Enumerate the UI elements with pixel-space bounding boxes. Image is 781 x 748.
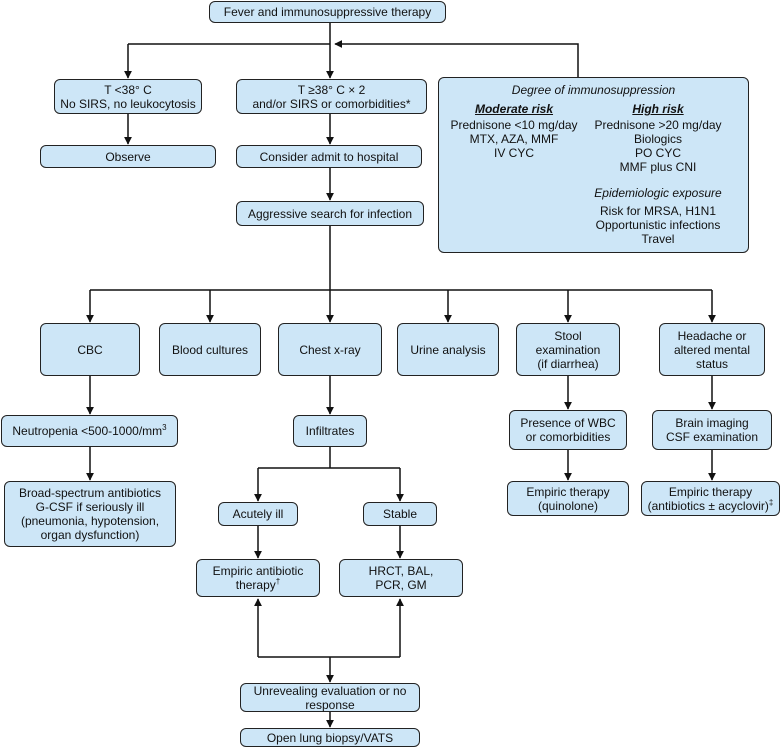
high-risk-item: MMF plus CNI	[619, 160, 697, 174]
hrct-node: HRCT, BAL,PCR, GM	[339, 559, 463, 597]
moderate-risk-item: Prednisone <10 mg/day	[450, 118, 578, 132]
node-line: Unrevealing evaluation or no	[253, 683, 407, 698]
node-line: status	[695, 356, 728, 371]
epidemiologic-exposure-item: Travel	[641, 232, 675, 246]
node-line: No SIRS, no leukocytosis	[60, 96, 196, 111]
epidemiologic-exposure-item: Risk for MRSA, H1N1	[599, 204, 717, 218]
node-line: Neutropenia <500-1000/mm3	[12, 423, 167, 439]
node-line: (pneumonia, hypotension,	[20, 514, 160, 528]
acyclovir-node: Empiric therapy(antibiotics ± acyclovir)…	[641, 481, 780, 516]
node-line: T <38° C	[104, 82, 152, 97]
immunosuppression-title: Degree of immunosuppression	[511, 83, 676, 97]
infiltrates-node: Infiltrates	[293, 415, 367, 447]
stable-node: Stable	[363, 502, 437, 526]
biopsy-node: Open lung biopsy/VATS	[240, 728, 420, 747]
node-line: Infiltrates	[305, 424, 355, 438]
node-line: and/or SIRS or comorbidities*	[252, 96, 411, 111]
node-line: Blood cultures	[171, 342, 249, 357]
moderate-risk-item: IV CYC	[493, 146, 534, 160]
epidemiologic-exposure-section: Epidemiologic exposure Risk for MRSA, H1…	[568, 186, 748, 246]
node-line: Stable	[382, 507, 418, 521]
connector-immunosuppression	[334, 40, 579, 77]
node-line: therapy†	[235, 577, 281, 593]
node-line: Empiric antibiotic	[212, 564, 304, 578]
node-line: (antibiotics ± acyclovir)‡	[647, 497, 774, 513]
node-line: G-CSF if seriously ill	[35, 500, 145, 514]
moderate-risk-item: MTX, AZA, MMF	[469, 132, 559, 146]
node-line: Chest x-ray	[299, 342, 361, 357]
epidemiologic-exposure-item: Opportunistic infections	[595, 218, 721, 232]
footnote-marker: 3	[162, 423, 167, 432]
high-risk-item: Biologics	[633, 132, 683, 146]
node-line: Empiric therapy	[668, 484, 753, 499]
node-line: Fever and immunosuppressive therapy	[223, 5, 432, 19]
node-line: Acutely ill	[232, 507, 284, 521]
node-line: Broad-spectrum antibiotics	[18, 486, 162, 500]
footnote-marker: ‡	[768, 497, 774, 507]
cbc-node: CBC	[40, 323, 140, 376]
acutely-ill-node: Acutely ill	[218, 502, 298, 526]
node-line: response	[305, 697, 355, 712]
node-line: CBC	[77, 342, 103, 357]
node-line: Aggressive search for infection	[247, 206, 413, 221]
observe-node: Observe	[40, 145, 216, 168]
neutropenia-node: Neutropenia <500-1000/mm3	[1, 415, 178, 447]
epidemiologic-exposure-title: Epidemiologic exposure	[594, 186, 722, 200]
quinolone-node: Empiric therapy(quinolone)	[507, 481, 629, 516]
node-line: Stool	[554, 328, 582, 343]
node-line: examination	[535, 342, 601, 357]
high-risk-column: High risk Prednisone >20 mg/day Biologic…	[568, 102, 748, 174]
footnote-marker: †	[275, 577, 281, 586]
node-line: Empiric therapy	[526, 484, 610, 499]
node-line: PCR, GM	[375, 578, 427, 592]
urine-analysis-node: Urine analysis	[397, 323, 499, 376]
search-node: Aggressive search for infection	[236, 201, 424, 226]
node-line: altered mental	[673, 342, 751, 357]
start-node: Fever and immunosuppressive therapy	[209, 1, 446, 23]
moderate-risk-column: Moderate risk Prednisone <10 mg/day MTX,…	[439, 102, 589, 160]
node-line: (if diarrhea)	[537, 356, 599, 371]
node-line: Brain imaging	[675, 416, 749, 430]
node-line: Urine analysis	[410, 342, 486, 357]
high-risk-item: PO CYC	[634, 146, 681, 160]
node-line: Headache or	[677, 328, 747, 343]
node-line: HRCT, BAL,	[368, 564, 434, 578]
high-risk-title: High risk	[632, 102, 684, 116]
node-line: (quinolone)	[537, 498, 599, 513]
node-line: Presence of WBC	[520, 416, 616, 430]
node-line: Consider admit to hospital	[259, 149, 399, 164]
node-line: Open lung biopsy/VATS	[266, 730, 394, 745]
chest-xray-node: Chest x-ray	[278, 323, 382, 376]
node-line: or comorbidities	[525, 430, 611, 444]
node-line: Observe	[105, 149, 151, 164]
blood-cultures-node: Blood cultures	[159, 323, 261, 376]
moderate-risk-title: Moderate risk	[474, 102, 554, 116]
immunosuppression-panel: Degree of immunosuppression Moderate ris…	[438, 77, 749, 253]
node-line: CSF examination	[665, 430, 759, 444]
high-risk-item: Prednisone >20 mg/day	[594, 118, 722, 132]
node-line: organ dysfunction)	[40, 528, 140, 542]
node-line: T ≥38° C × 2	[297, 82, 366, 97]
admit-node: Consider admit to hospital	[236, 145, 422, 168]
